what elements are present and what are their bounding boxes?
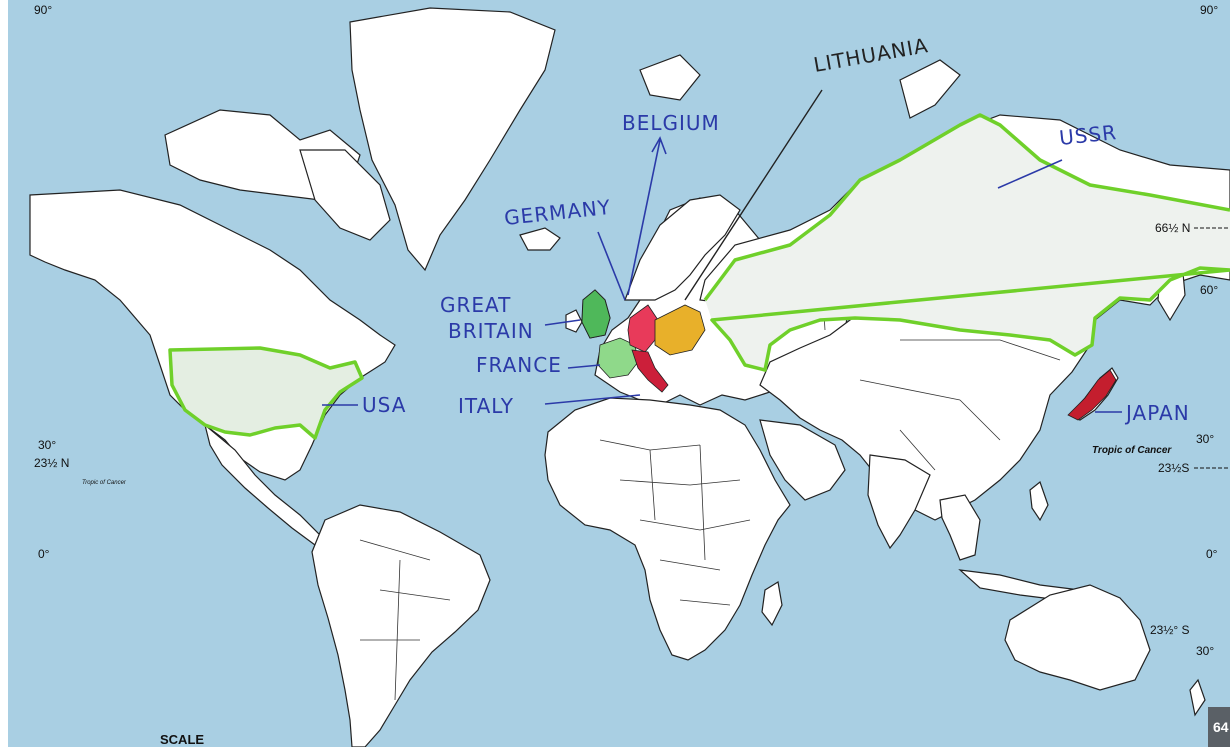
ussr-border-outline — [703, 113, 1230, 372]
label-britain: BRITAIN — [448, 319, 534, 343]
label-japan: JAPAN — [1124, 401, 1190, 425]
belgium-pointer-line — [627, 139, 661, 296]
scandinavia-landmass — [624, 194, 741, 301]
arabian-peninsula-landmass — [759, 419, 846, 501]
label-italy: ITALY — [458, 394, 514, 418]
france-pointer-line — [567, 364, 601, 369]
latitude-equator-left: 0° — [38, 547, 50, 561]
africa-borders — [599, 439, 751, 606]
lithuania-pointer-line — [684, 89, 823, 301]
australia-landmass — [1004, 584, 1151, 691]
eastern-europe-region — [654, 304, 706, 356]
iceland-landmass — [519, 227, 561, 251]
southeast-asia-landmass — [939, 494, 981, 561]
label-usa: USA — [362, 393, 406, 417]
philippines-landmass — [1029, 481, 1049, 522]
italy-region — [631, 349, 669, 393]
novaya-zemlya-landmass — [899, 59, 961, 119]
new-zealand-landmass — [1189, 678, 1206, 717]
baffin-island-landmass — [299, 149, 391, 241]
madagascar-landmass — [761, 581, 783, 627]
germany-region — [627, 304, 659, 353]
usa-shaded-region — [170, 348, 362, 438]
france-region — [597, 337, 639, 379]
scale-label: SCALE — [160, 732, 204, 747]
svalbard-landmass — [639, 54, 701, 101]
latitude-60-right: 60° — [1200, 283, 1218, 297]
belgium-pointer-arrowhead — [651, 136, 667, 155]
india-landmass — [867, 454, 931, 550]
latitude-90-left: 90° — [34, 3, 52, 17]
latitude-tropic-left: 23½ N — [34, 456, 69, 470]
latitude-tropic-right: 23½S — [1158, 461, 1189, 475]
latitude-equator-right: 0° — [1206, 547, 1218, 561]
usa-border-outline — [168, 346, 364, 440]
south-america-landmass — [311, 504, 491, 747]
page-number-badge: 64 — [1208, 707, 1230, 747]
africa-landmass — [544, 397, 791, 661]
great-britain-region — [581, 289, 611, 339]
latitude-capricorn-right: 23½° S — [1150, 623, 1190, 637]
latitude-arctic-circle: 66½ N — [1155, 221, 1190, 235]
italy-pointer-line — [544, 394, 641, 405]
tropic-of-cancer-caption-left: Tropic of Cancer — [82, 480, 127, 486]
latitude-30-left: 30° — [38, 438, 56, 452]
latitude-30-right: 30° — [1196, 432, 1214, 446]
latitude-30-south-right: 30° — [1196, 644, 1214, 658]
great-britain-pointer-line — [544, 319, 581, 326]
ussr-pointer-line — [997, 159, 1063, 189]
south-america-borders — [359, 539, 451, 701]
latitude-90-right: 90° — [1200, 3, 1218, 17]
label-great: GREAT — [440, 293, 511, 317]
label-belgium: BELGIUM — [622, 111, 720, 135]
germany-pointer-line — [597, 231, 626, 301]
japan-region — [1067, 369, 1117, 421]
tropic-of-cancer-caption-right: Tropic of Cancer — [1092, 445, 1172, 456]
label-france: FRANCE — [476, 353, 562, 377]
greenland-landmass — [349, 7, 556, 272]
